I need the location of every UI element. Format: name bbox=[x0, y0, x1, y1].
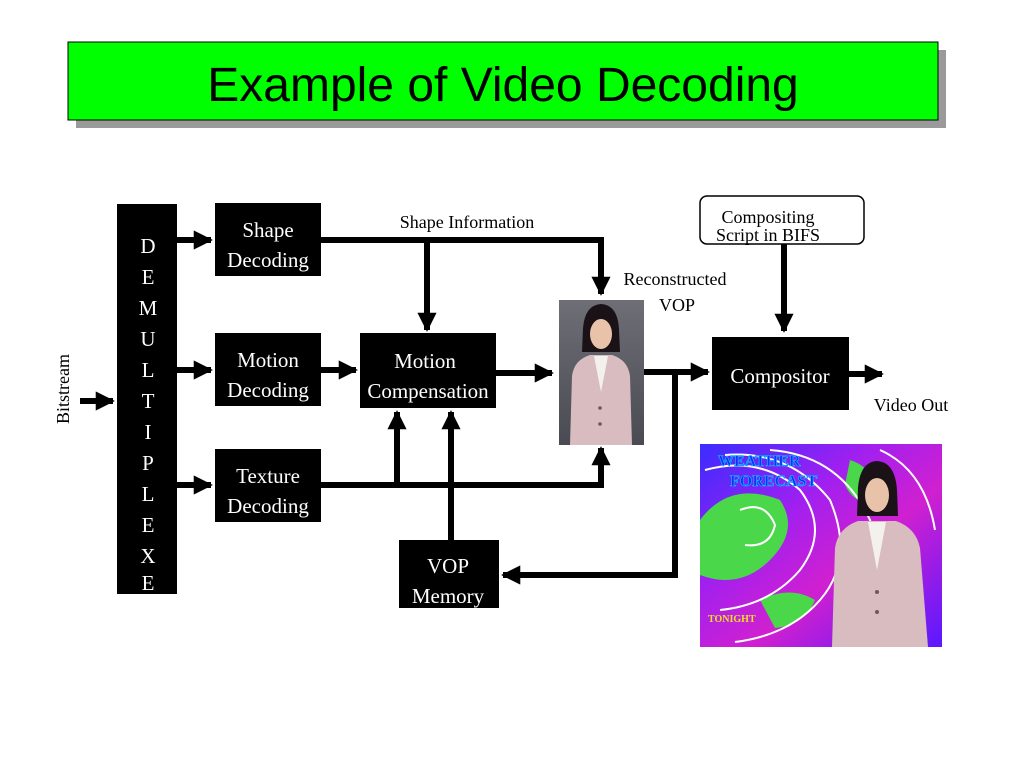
motion-compensation-box bbox=[360, 333, 496, 408]
weather-forecast-image: WEATHER FORECAST TONIGHT bbox=[700, 444, 942, 647]
vop-figure-button bbox=[598, 422, 602, 426]
demux-letter: E bbox=[142, 571, 155, 595]
motion-compensation-line2: Compensation bbox=[367, 379, 489, 403]
demux-label: D E M U L T I P L E X E bbox=[139, 234, 158, 595]
vop-figure-face bbox=[590, 319, 612, 349]
vop-memory-box bbox=[399, 540, 499, 608]
texture-decoding-block: Texture Decoding bbox=[215, 449, 321, 522]
texture-to-vop-arrow bbox=[321, 446, 611, 488]
presenter-face bbox=[865, 478, 889, 512]
reconstructed-vop-label-line2: VOP bbox=[659, 295, 695, 315]
title-banner: Example of Video Decoding bbox=[67, 41, 946, 128]
bitstream-label: Bitstream bbox=[53, 354, 73, 424]
demux-letter: E bbox=[142, 513, 155, 537]
demux-letter: X bbox=[140, 544, 155, 568]
demux-box bbox=[117, 204, 177, 594]
presenter-button bbox=[875, 590, 879, 594]
demux-letter: D bbox=[140, 234, 155, 258]
page-title: Example of Video Decoding bbox=[207, 59, 799, 112]
vop-figure-button bbox=[598, 406, 602, 410]
demux-letter: L bbox=[142, 358, 155, 382]
shape-decoding-line1: Shape bbox=[242, 218, 293, 242]
demultiplexer-block: D E M U L T I P L E X E bbox=[117, 204, 177, 595]
weather-map-land bbox=[760, 592, 815, 628]
video-out-label: Video Out bbox=[874, 395, 948, 415]
weather-tonight-label: TONIGHT bbox=[708, 614, 756, 625]
motion-compensation-block: Motion Compensation bbox=[360, 333, 496, 408]
vop-figure-blouse bbox=[594, 356, 608, 392]
compositing-script-line2: Script in BIFS bbox=[716, 225, 820, 245]
vop-memory-line1: VOP bbox=[427, 554, 469, 578]
demux-letter: I bbox=[145, 420, 152, 444]
weather-map-land bbox=[700, 493, 788, 580]
vop-memory-block: VOP Memory bbox=[399, 540, 499, 608]
demux-letter: P bbox=[142, 451, 154, 475]
vop-figure-jacket bbox=[570, 355, 632, 445]
shape-info-to-vop-arrow bbox=[321, 237, 611, 296]
demux-letter: M bbox=[139, 296, 158, 320]
demux-letter: E bbox=[142, 265, 155, 289]
demux-letter: U bbox=[140, 327, 155, 351]
reconstructed-vop-image bbox=[559, 300, 644, 445]
shape-decoding-box bbox=[215, 203, 321, 276]
presenter-button bbox=[875, 610, 879, 614]
presenter-jacket bbox=[832, 521, 928, 647]
texture-decoding-box bbox=[215, 449, 321, 522]
title-box bbox=[67, 41, 939, 121]
motion-decoding-line2: Decoding bbox=[227, 378, 309, 402]
shape-decoding-line2: Decoding bbox=[227, 248, 309, 272]
presenter-blouse bbox=[868, 522, 886, 570]
demux-letter: L bbox=[142, 482, 155, 506]
motion-compensation-line1: Motion bbox=[394, 349, 456, 373]
reconstructed-vop-label-line1: Reconstructed bbox=[624, 269, 727, 289]
shape-decoding-block: Shape Decoding bbox=[215, 203, 321, 276]
compositor-block: Compositor bbox=[712, 337, 849, 410]
demux-letter: T bbox=[142, 389, 155, 413]
shape-information-label: Shape Information bbox=[400, 212, 534, 232]
weather-title-line1: WEATHER bbox=[718, 453, 801, 470]
texture-decoding-line1: Texture bbox=[236, 464, 300, 488]
vop-memory-line2: Memory bbox=[412, 584, 485, 608]
motion-decoding-line1: Motion bbox=[237, 348, 299, 372]
motion-decoding-box bbox=[215, 333, 321, 406]
bitstream-input: Bitstream bbox=[53, 354, 115, 424]
weather-title-line2: FORECAST bbox=[730, 473, 817, 490]
compositor-label: Compositor bbox=[730, 364, 829, 388]
motion-decoding-block: Motion Decoding bbox=[215, 333, 321, 406]
compositing-script-box: Compositing Script in BIFS bbox=[699, 195, 865, 245]
texture-decoding-line2: Decoding bbox=[227, 494, 309, 518]
vop-to-memory-arrow bbox=[501, 372, 678, 585]
compositing-script-line1: Compositing bbox=[721, 207, 814, 227]
compositor-box bbox=[712, 337, 849, 410]
